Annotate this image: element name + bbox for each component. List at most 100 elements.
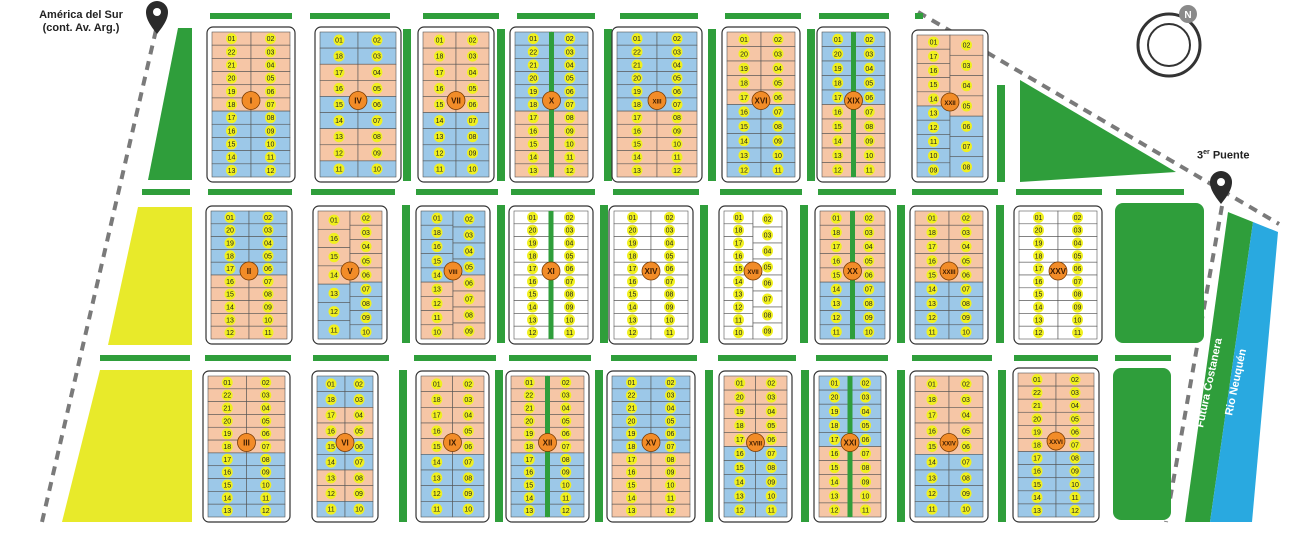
block-ii[interactable]: 0120191817161514131202030405060708091011…: [205, 205, 293, 345]
lot-number-marker: [434, 50, 445, 62]
lot-number: 15: [433, 258, 441, 265]
lot-number: 04: [566, 241, 574, 248]
lot-number-marker: [829, 490, 840, 502]
lot-number: 05: [362, 258, 370, 265]
lot-number-marker: [434, 163, 445, 175]
street-green-strip: [497, 29, 505, 181]
lot-number-marker: [961, 59, 972, 71]
lot-number: 12: [1035, 330, 1043, 337]
block-xviii[interactable]: 0120191817161514131202030405060708091011…: [718, 370, 793, 523]
block-xiii[interactable]: 0122212019181716151413020304050607080910…: [611, 26, 703, 183]
lot-number-marker: [664, 263, 675, 275]
block-x[interactable]: 0122212019181716151413020304050607080910…: [509, 26, 594, 183]
lot-number: 18: [633, 102, 641, 109]
lot-number: 19: [628, 431, 636, 438]
lot-number: 11: [335, 166, 342, 173]
lot-number: 12: [832, 315, 840, 322]
lot-number: 01: [228, 36, 236, 43]
block-number-badge: [939, 433, 959, 452]
lot-number-marker: [325, 409, 337, 421]
lot-number-marker: [765, 504, 777, 516]
block-number-badge: [340, 261, 360, 281]
lot-number-marker: [226, 164, 237, 176]
lot-number-marker: [360, 312, 372, 324]
lot-number: 04: [264, 241, 272, 248]
lot-number: 18: [529, 253, 537, 260]
lot-number-marker: [733, 211, 744, 223]
block-xii[interactable]: 0122212019181716151413020304050607080910…: [505, 370, 590, 523]
lot-number: 01: [335, 38, 343, 45]
lot-number: 13: [629, 317, 637, 324]
block-xxi[interactable]: 0120191817161514131202030405060708091011…: [813, 370, 887, 523]
lot-number: 08: [673, 115, 681, 122]
lot-number: 11: [566, 155, 573, 162]
lot-number: 04: [262, 406, 270, 413]
lot-number-marker: [733, 327, 744, 339]
lot-number: 05: [464, 428, 472, 435]
lot-number: 16: [736, 451, 744, 458]
lot-number-marker: [1031, 491, 1043, 503]
lot-number: 04: [774, 66, 782, 73]
block-xv[interactable]: 0122212019181716151413020304050607080910…: [606, 370, 696, 523]
lot-number-marker: [860, 433, 871, 445]
lot-number-marker: [762, 277, 773, 289]
lot-number-marker: [527, 288, 538, 300]
lot-number: 15: [529, 142, 537, 149]
block-xxiii[interactable]: 011817161514131211020304050607080910XXII…: [909, 205, 989, 345]
lot-number-marker: [221, 415, 233, 427]
lot-number-marker: [960, 394, 972, 405]
lot-number: 03: [1074, 228, 1082, 235]
lot-number: 03: [469, 54, 477, 61]
lot-number-marker: [431, 488, 443, 499]
lot-number-marker: [863, 297, 875, 309]
street-green-strip: [620, 13, 698, 19]
lot-number: 13: [529, 317, 537, 324]
street-green-strip: [705, 370, 713, 522]
lot-number: 03: [667, 393, 675, 400]
block-xxv[interactable]: 0120191817161514131202030405060708091011…: [1013, 205, 1103, 345]
lot-number-marker: [765, 405, 777, 417]
block-iii[interactable]: 0122212019181716151413020304050607080910…: [202, 370, 291, 523]
lot-number-marker: [960, 312, 972, 324]
lot-number: 14: [928, 460, 936, 467]
street-green-strip: [897, 370, 905, 522]
puente-superscript: er: [1203, 149, 1210, 156]
lot-number-marker: [832, 33, 844, 45]
lot-number-marker: [928, 150, 939, 162]
lot-number-marker: [631, 138, 643, 150]
block-xiv[interactable]: 0120191817161514131202030405060708091011…: [608, 205, 694, 345]
lot-number: 07: [267, 102, 275, 109]
lot-number-marker: [527, 33, 539, 45]
lot-number: 06: [862, 437, 870, 444]
block-number-badge: [241, 91, 261, 110]
block-xix[interactable]: 0120191817161514131202030405060708091011…: [816, 26, 891, 183]
block-xxvi[interactable]: 0122212019181716151413020304050607080910…: [1012, 367, 1100, 523]
block-i[interactable]: 0122212019181716151413020304050607080910…: [206, 26, 296, 183]
lot-number: 08: [469, 134, 477, 141]
block-xi[interactable]: 0120191817161514131202030405060708091011…: [508, 205, 594, 345]
lot-number: 19: [529, 241, 537, 248]
lot-number-marker: [434, 34, 445, 46]
lot-number-marker: [631, 85, 643, 97]
street-green-strip: [1014, 355, 1098, 361]
lot-number: 13: [330, 291, 338, 298]
lot-number: 12: [831, 507, 839, 514]
street-green-strip: [708, 29, 716, 181]
lot-number: 12: [629, 330, 637, 337]
lot-number-marker: [226, 125, 237, 137]
lot-number-marker: [960, 297, 972, 309]
lot-number-marker: [627, 237, 638, 249]
lot-number-marker: [960, 409, 972, 421]
block-xvi[interactable]: 0120191817161514131202030405060708091011…: [721, 26, 801, 183]
